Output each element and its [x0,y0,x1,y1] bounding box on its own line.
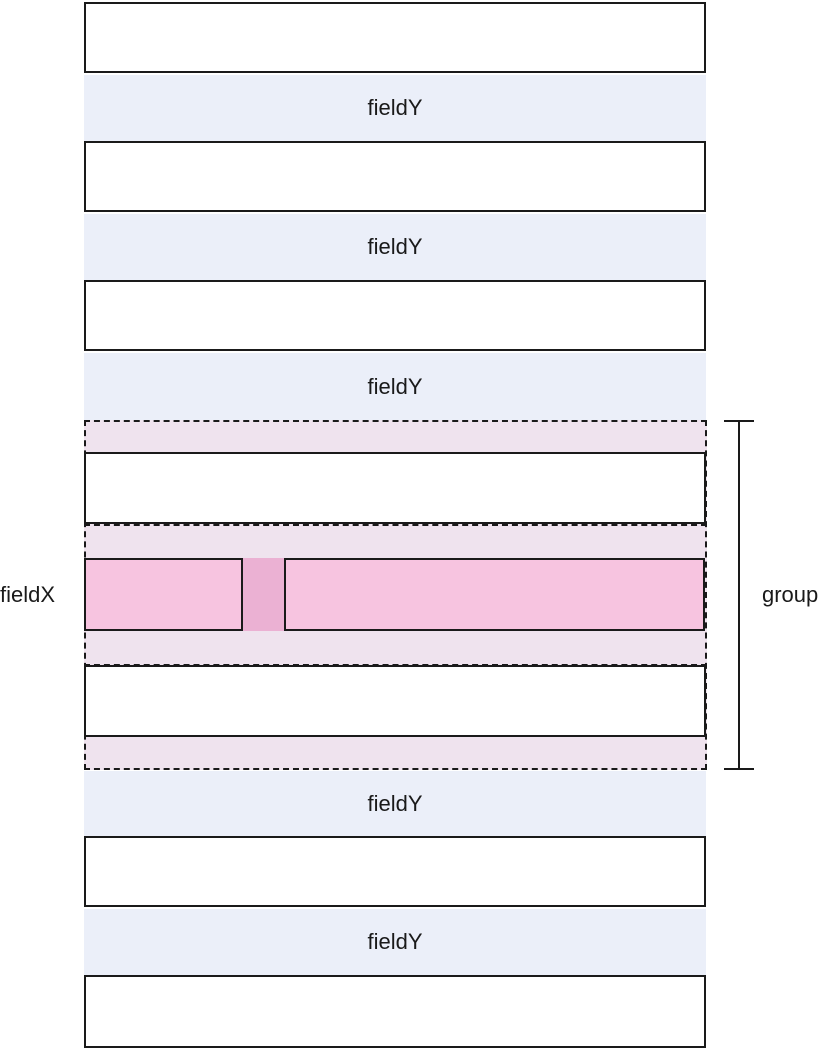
field-y-label: fieldY [367,373,423,399]
row-5 [84,975,706,1048]
group-row-1 [84,452,706,524]
field-y-gap-1: fieldY [84,75,706,141]
row-2 [84,141,706,212]
group-row-2 [84,665,706,737]
field-x-gap [243,558,285,631]
group-bracket-bottom [724,768,754,770]
row-4 [84,836,706,907]
field-y-gap-2: fieldY [84,214,706,280]
field-x-label: fieldX [0,582,56,607]
group-divider-1 [84,524,707,526]
field-y-gap-5: fieldY [84,909,706,975]
field-y-label: fieldY [367,234,423,259]
field-x-row [84,558,706,631]
group-label: group [762,582,819,607]
row-1 [84,2,706,73]
field-x-cell-1 [84,558,243,631]
field-y-gap-4: fieldY [84,771,706,836]
row-3 [84,280,706,351]
field-y-label: fieldY [367,929,423,954]
field-y-label: fieldY [367,95,423,120]
field-x-cell-2 [284,558,705,631]
group-bracket [738,420,740,770]
field-y-label: fieldY [367,790,423,816]
field-y-gap-3: fieldY [84,353,706,420]
group-bracket-top [724,420,754,422]
